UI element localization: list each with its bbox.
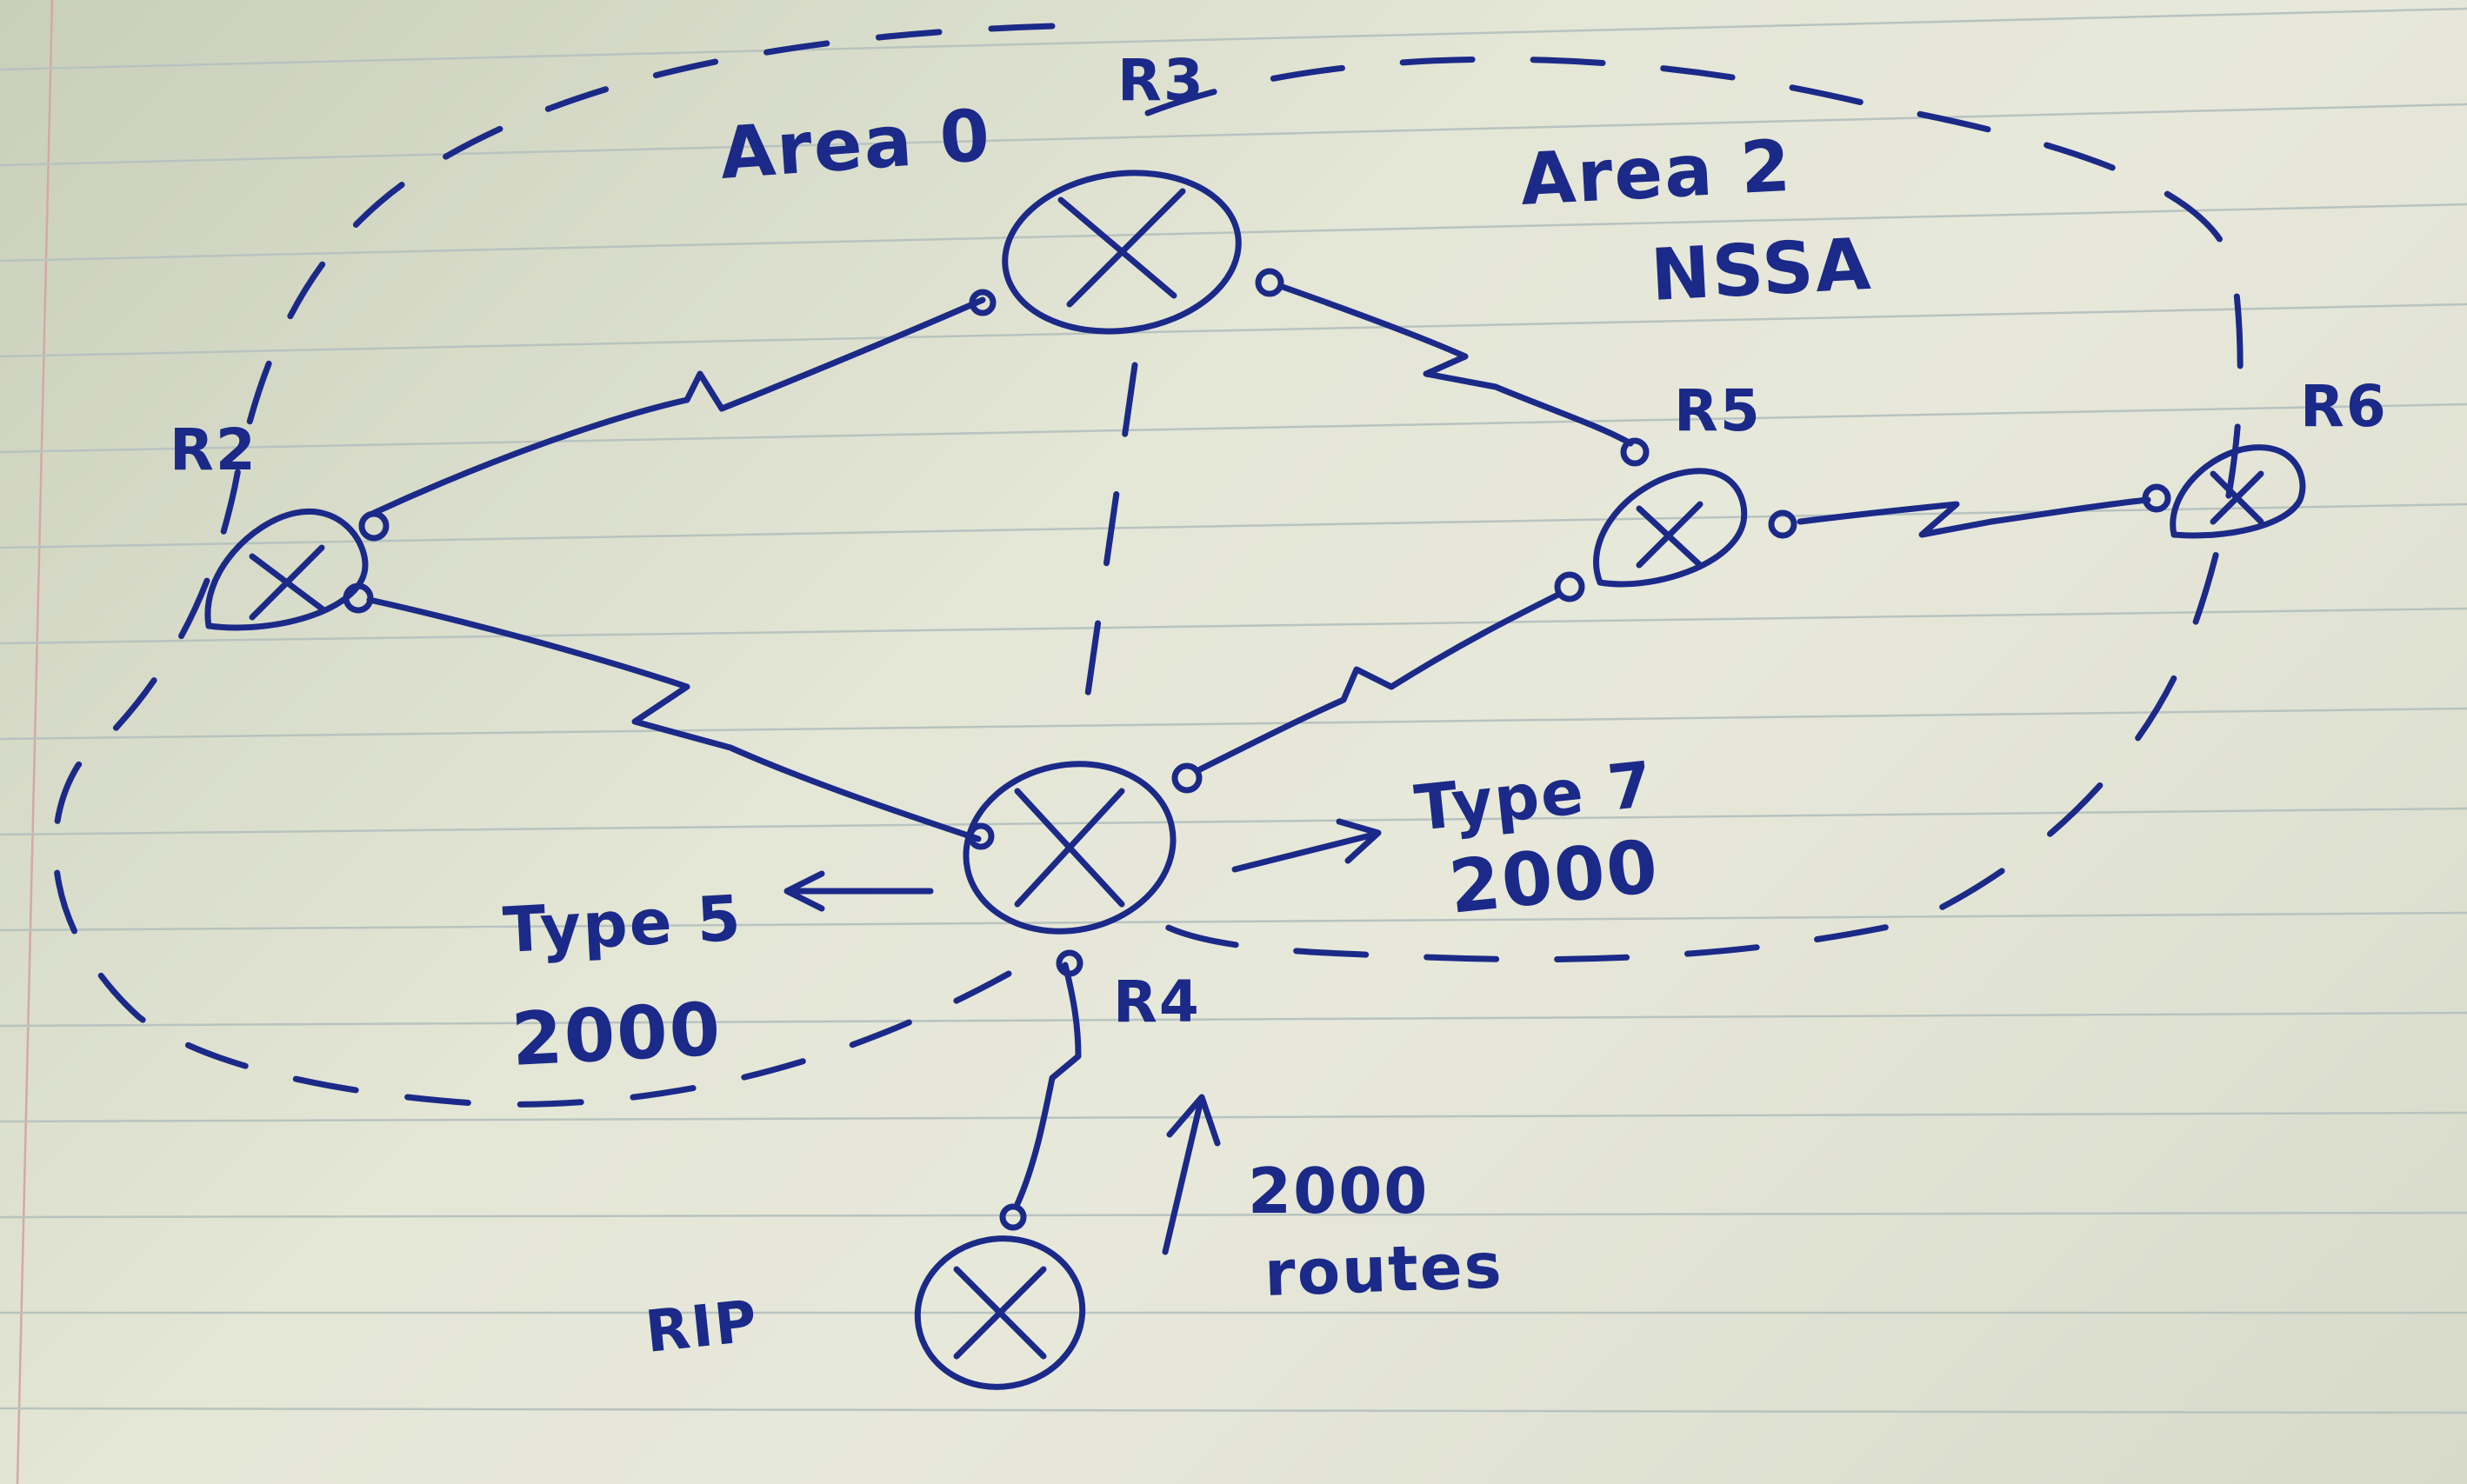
arrow-routes [1162, 1094, 1221, 1255]
area-2-boundary [1144, 56, 2244, 963]
link-r2-r3 [358, 289, 997, 542]
area-2-type-label: NSSA [1649, 223, 1874, 317]
routes-count: 2000 [1248, 1155, 1429, 1228]
link-r2-r4 [343, 582, 995, 850]
area-2-label: Area 2 [1518, 125, 1794, 222]
router-r5 [1593, 468, 1748, 588]
arrow-type7 [1231, 818, 1382, 873]
router-r6-label: R6 [2300, 373, 2388, 440]
router-r4-label: R4 [1113, 968, 1201, 1035]
router-r6 [2170, 444, 2306, 539]
type5-label: Type 5 [501, 882, 743, 967]
area-0-label: Area 0 [717, 94, 994, 196]
link-r4-r5 [1171, 571, 1585, 794]
router-r4 [963, 761, 1177, 935]
area-divider [1079, 362, 1138, 734]
link-r5-r6 [1768, 483, 2171, 539]
type5-count: 2000 [510, 986, 724, 1082]
router-r3 [1002, 170, 1242, 335]
router-rip-label: RIP [643, 1288, 762, 1366]
router-r2 [204, 509, 369, 631]
router-r3-label: R3 [1117, 47, 1205, 114]
router-r2-label: R2 [170, 416, 257, 483]
arrow-type5 [783, 870, 934, 912]
type7-count: 2000 [1445, 823, 1664, 930]
router-rip [914, 1235, 1086, 1390]
link-r3-r5 [1255, 268, 1650, 467]
link-r4-rip [999, 949, 1083, 1231]
area-0-boundary [52, 23, 1056, 1108]
routes-label: routes [1264, 1228, 1504, 1310]
router-r5-label: R5 [1674, 377, 1762, 444]
